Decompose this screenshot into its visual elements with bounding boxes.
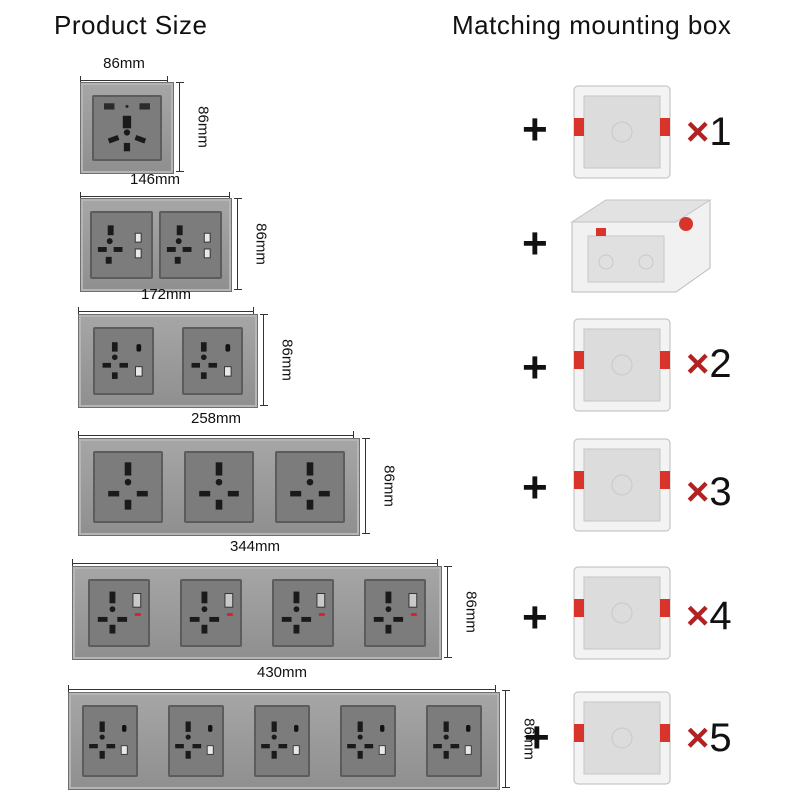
plus-sign: + (522, 343, 548, 392)
height-dimension: 86mm (260, 314, 295, 406)
width-label: 344mm (229, 538, 281, 555)
box-quantity: ×1 (686, 112, 732, 152)
height-dimension: 86mm (176, 82, 211, 172)
socket-outlet-icon (290, 462, 330, 511)
box-multiplier: 4 (709, 594, 732, 638)
box-multiplier: 1 (709, 110, 732, 154)
socket-module (87, 578, 151, 648)
socket-module (90, 210, 153, 280)
double-mounting-box-icon (570, 199, 712, 293)
socket-module (167, 705, 224, 777)
socket-outlet-icon (108, 462, 148, 511)
socket-module (271, 578, 335, 648)
box-multiplier: 3 (709, 470, 732, 514)
width-dimension: 86mm (80, 55, 168, 86)
width-label: 86mm (103, 55, 145, 72)
socket-module (339, 705, 396, 777)
socket-outlet-icon (97, 225, 142, 264)
height-label: 86mm (462, 591, 480, 633)
socket-module (363, 578, 427, 648)
width-dimension: 344mm (72, 538, 438, 569)
height-dimension: 86mm (502, 690, 537, 788)
socket-outlet-icon (433, 721, 472, 760)
plus-sign: + (524, 713, 550, 762)
mounting-box-icon (573, 566, 671, 660)
plus-sign: + (522, 105, 548, 154)
socket-panel (68, 692, 500, 790)
box-quantity: ×2 (686, 344, 732, 384)
plus-sign: + (522, 219, 548, 268)
socket-outlet-icon (191, 342, 232, 379)
width-label: 430mm (256, 664, 308, 681)
width-dimension: 172mm (78, 286, 254, 317)
height-dimension: 86mm (362, 438, 397, 534)
mounting-box-heading: Matching mounting box (452, 10, 732, 40)
box-quantity: ×3 (686, 472, 732, 512)
box-multiplier: 2 (709, 342, 732, 386)
socket-module (184, 451, 254, 523)
socket-module (93, 326, 154, 396)
height-label: 86mm (194, 106, 212, 148)
box-multiplier: 5 (709, 716, 732, 760)
socket-outlet-icon (97, 591, 141, 634)
socket-outlet-icon (347, 721, 386, 760)
socket-module (425, 705, 482, 777)
times-sign: × (686, 470, 710, 514)
box-quantity: ×4 (686, 596, 732, 636)
socket-outlet-icon (166, 225, 211, 264)
height-label: 86mm (380, 465, 398, 507)
socket-panel (78, 314, 258, 408)
socket-module (92, 94, 162, 162)
height-dimension: 86mm (234, 198, 269, 290)
times-sign: × (686, 716, 710, 760)
width-dimension: 430mm (68, 664, 496, 695)
times-sign: × (686, 342, 710, 386)
socket-panel (72, 566, 442, 660)
mounting-box-icon (573, 438, 671, 532)
socket-module (159, 210, 222, 280)
socket-panel (80, 82, 174, 174)
socket-panel (78, 438, 360, 536)
socket-panel (80, 198, 232, 292)
plus-sign: + (522, 463, 548, 512)
socket-outlet-icon (175, 721, 214, 760)
times-sign: × (686, 594, 710, 638)
socket-module (275, 451, 345, 523)
mounting-box-icon (573, 85, 671, 179)
product-size-heading: Product Size (54, 10, 208, 40)
mounting-box-icon (573, 318, 671, 412)
width-label: 146mm (129, 171, 181, 188)
plus-sign: + (522, 593, 548, 642)
socket-module (179, 578, 243, 648)
width-dimension: 146mm (80, 171, 230, 202)
socket-outlet-icon (199, 462, 239, 511)
box-quantity: ×5 (686, 718, 732, 758)
times-sign: × (686, 110, 710, 154)
socket-outlet-icon (89, 721, 128, 760)
width-label: 172mm (140, 286, 192, 303)
socket-outlet-icon (189, 591, 233, 634)
mounting-box-icon (573, 691, 671, 785)
socket-outlet-icon (373, 591, 417, 634)
socket-outlet-icon (281, 591, 325, 634)
socket-outlet-icon (104, 102, 150, 151)
socket-module (182, 326, 243, 396)
socket-module (81, 705, 138, 777)
height-label: 86mm (278, 339, 296, 381)
socket-module (253, 705, 310, 777)
height-dimension: 86mm (444, 566, 479, 658)
width-dimension: 258mm (78, 410, 354, 441)
socket-outlet-icon (102, 342, 143, 379)
width-label: 258mm (190, 410, 242, 427)
height-label: 86mm (252, 223, 270, 265)
socket-module (93, 451, 163, 523)
socket-outlet-icon (261, 721, 300, 760)
